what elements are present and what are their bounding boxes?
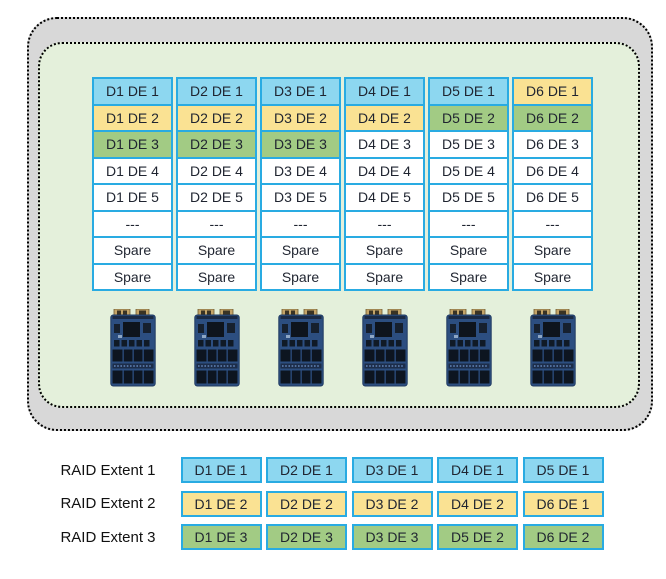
raid-extent-cell: D3 DE 2: [351, 490, 433, 517]
de-cell: D3 DE 2: [262, 103, 339, 130]
raid-extent-cell: D6 DE 1: [522, 490, 604, 517]
drive-slot: [260, 309, 341, 387]
de-cell: Spare: [346, 236, 423, 263]
de-cell: D6 DE 3: [514, 130, 591, 157]
de-cell: Spare: [262, 262, 339, 289]
de-cell: D1 DE 3: [94, 130, 171, 157]
de-cell: ---: [514, 209, 591, 236]
de-cell: D2 DE 1: [178, 79, 255, 104]
de-cell: Spare: [430, 262, 507, 289]
drive-slot: [92, 309, 173, 387]
raid-extent-cell: D2 DE 1: [266, 457, 347, 483]
de-cell: ---: [430, 209, 507, 236]
ssd-drive-icon: [445, 309, 492, 387]
ssd-drive-icon: [109, 309, 156, 387]
de-cell: D4 DE 3: [346, 130, 423, 157]
de-cell: D4 DE 2: [346, 103, 423, 130]
raid-extent-cell: D4 DE 2: [437, 490, 518, 517]
de-cell: D4 DE 1: [346, 79, 423, 104]
ssd-drive-icon: [361, 309, 408, 387]
raid-extent-label: RAID Extent 1: [60, 461, 156, 479]
de-cell: Spare: [178, 236, 255, 263]
drive-slot: [344, 309, 425, 387]
de-cell: ---: [262, 209, 339, 236]
drive-slot: [176, 309, 257, 387]
de-cell: D2 DE 2: [178, 103, 255, 130]
ssd-drive-icon: [277, 309, 324, 387]
de-cell: D6 DE 2: [514, 103, 591, 130]
raid-extent-cell: D5 DE 2: [437, 524, 518, 550]
raid-extent-cell: D3 DE 3: [351, 524, 433, 550]
de-cell: D5 DE 4: [430, 156, 507, 183]
drive-slot: [428, 309, 509, 387]
de-cell: D5 DE 3: [430, 130, 507, 157]
drive-slot: [512, 309, 593, 387]
de-cell: Spare: [178, 262, 255, 289]
de-cell: Spare: [346, 262, 423, 289]
raid-extent-cell: D6 DE 2: [522, 524, 604, 550]
de-cell: Spare: [262, 236, 339, 263]
de-cell: D3 DE 5: [262, 183, 339, 210]
de-cell: Spare: [94, 262, 171, 289]
de-cell: D3 DE 1: [262, 79, 339, 104]
raid-extent-cell: D1 DE 1: [180, 457, 262, 483]
raid-extent-cell: D1 DE 2: [180, 490, 262, 517]
de-cell: D4 DE 5: [346, 183, 423, 210]
ssd-drive-icon: [193, 309, 240, 387]
de-cell: D6 DE 4: [514, 156, 591, 183]
drives-row: [92, 309, 593, 387]
de-cell: ---: [94, 209, 171, 236]
de-cell: ---: [346, 209, 423, 236]
de-cell: Spare: [94, 236, 171, 263]
raid-extent-cell: D2 DE 3: [266, 524, 347, 550]
raid-extent-cell: D1 DE 3: [180, 524, 262, 550]
de-cell: D1 DE 1: [94, 79, 171, 104]
raid-extent-cell: D5 DE 1: [522, 457, 604, 483]
de-cell: D1 DE 4: [94, 156, 171, 183]
ssd-drive-icon: [529, 309, 576, 387]
raid-extent-cell: D2 DE 2: [266, 490, 347, 517]
raid-extent-cell: D4 DE 1: [437, 457, 518, 483]
de-cell: D1 DE 5: [94, 183, 171, 210]
de-cell: D5 DE 2: [430, 103, 507, 130]
de-cell: D4 DE 4: [346, 156, 423, 183]
de-cell: Spare: [430, 236, 507, 263]
de-cell: ---: [178, 209, 255, 236]
de-cell: Spare: [514, 236, 591, 263]
raid-extent-cell: D3 DE 1: [351, 457, 433, 483]
de-cell: D1 DE 2: [94, 103, 171, 130]
de-cell: D2 DE 3: [178, 130, 255, 157]
raid-extent-label: RAID Extent 2: [60, 495, 156, 512]
raid-extent-label: RAID Extent 3: [60, 528, 156, 546]
de-cell: D6 DE 5: [514, 183, 591, 210]
de-cell: D2 DE 4: [178, 156, 255, 183]
de-cell: D2 DE 5: [178, 183, 255, 210]
de-cell: D6 DE 1: [514, 79, 591, 104]
de-cell: D3 DE 4: [262, 156, 339, 183]
de-cell: D5 DE 1: [430, 79, 507, 104]
de-cell: D3 DE 3: [262, 130, 339, 157]
de-cell: D5 DE 5: [430, 183, 507, 210]
de-cell: Spare: [514, 262, 591, 289]
